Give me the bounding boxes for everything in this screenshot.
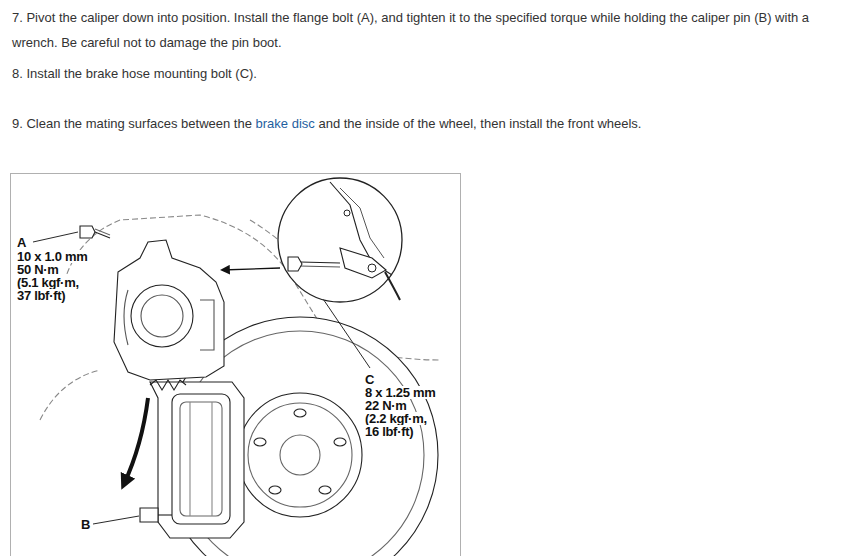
bolt-size: 10 x 1.0 mm [16, 250, 88, 263]
callout-letter: B [80, 518, 91, 531]
torque-value: 50 N·m [16, 263, 60, 276]
bolt-size: 8 x 1.25 mm [364, 386, 436, 399]
callout-letter: C [364, 373, 375, 386]
torque-value: (2.2 kgf·m, [364, 412, 428, 425]
link-text: brake disc [256, 116, 315, 131]
step-text: 9. Clean the mating surfaces between the [12, 116, 252, 131]
torque-value: (5.1 kgf·m, [16, 276, 80, 289]
hose-inset [278, 178, 402, 302]
torque-value: 37 lbf·ft) [16, 289, 66, 302]
step-paragraph: 9. Clean the mating surfaces between the… [12, 111, 645, 136]
torque-value: 16 lbf·ft) [364, 425, 414, 438]
step-text: 7. Pivot the caliper down into position.… [12, 5, 857, 55]
step-text: 8. Install the brake hose mounting bolt … [12, 61, 257, 86]
torque-value: 22 N·m [364, 399, 408, 412]
callout-letter: A [16, 236, 27, 249]
step-text: and the inside of the wheel, then instal… [318, 116, 641, 131]
